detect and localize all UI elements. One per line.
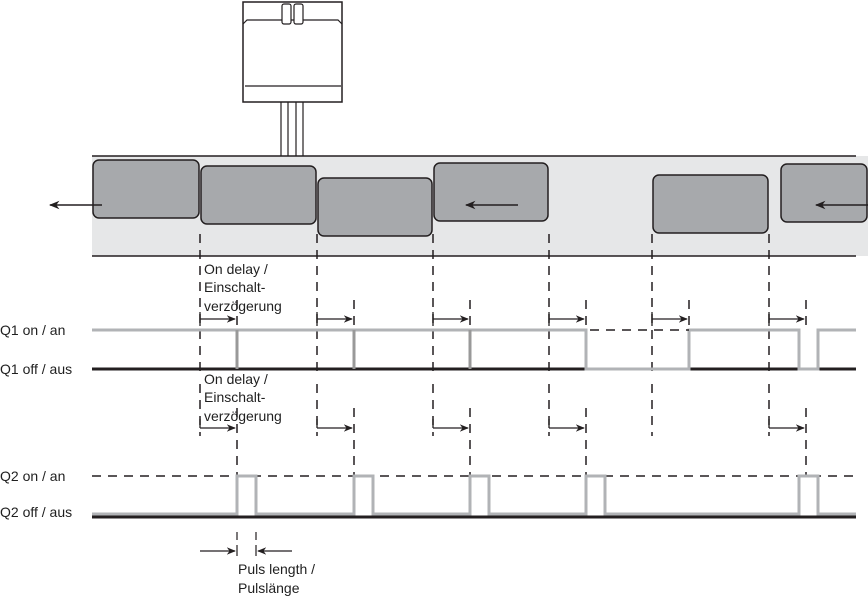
conveyor-object-4 — [433, 162, 549, 222]
sensor-icon — [242, 1, 343, 167]
on-delay-text: On delay / — [204, 371, 268, 387]
conveyor-object-6 — [780, 163, 868, 223]
q2-off-label: Q2 off / aus — [0, 504, 72, 520]
on-delay-text: On delay / — [204, 261, 268, 277]
q1-off-label: Q1 off / aus — [0, 361, 72, 377]
conveyor-object-1 — [92, 159, 200, 219]
on-delay-text: verzögerung — [204, 408, 282, 424]
on-delay-text: Einschalt- — [204, 389, 266, 405]
on-delay-label-q1: On delay / Einschalt- verzögerung — [204, 261, 282, 314]
conveyor-object-3 — [317, 177, 433, 237]
conveyor-object-2 — [200, 165, 317, 225]
on-delay-text: Einschalt- — [204, 279, 266, 295]
pulse-length-text: Pulslänge — [238, 580, 300, 596]
on-delay-text: verzögerung — [204, 298, 282, 314]
pulse-length-text: Puls length / — [238, 561, 315, 577]
delay-markers — [199, 312, 805, 432]
q2-signal — [92, 474, 856, 516]
q1-signal — [92, 328, 856, 371]
q2-on-label: Q2 on / an — [0, 468, 65, 484]
q1-on-label: Q1 on / an — [0, 322, 65, 338]
pulse-length-marker: Puls length / Pulslänge — [200, 532, 315, 596]
timing-guides — [199, 234, 807, 476]
conveyor-objects — [92, 159, 868, 237]
on-delay-label-q2: On delay / Einschalt- verzögerung — [204, 371, 282, 424]
signals — [92, 328, 856, 519]
conveyor-object-5 — [652, 174, 769, 234]
